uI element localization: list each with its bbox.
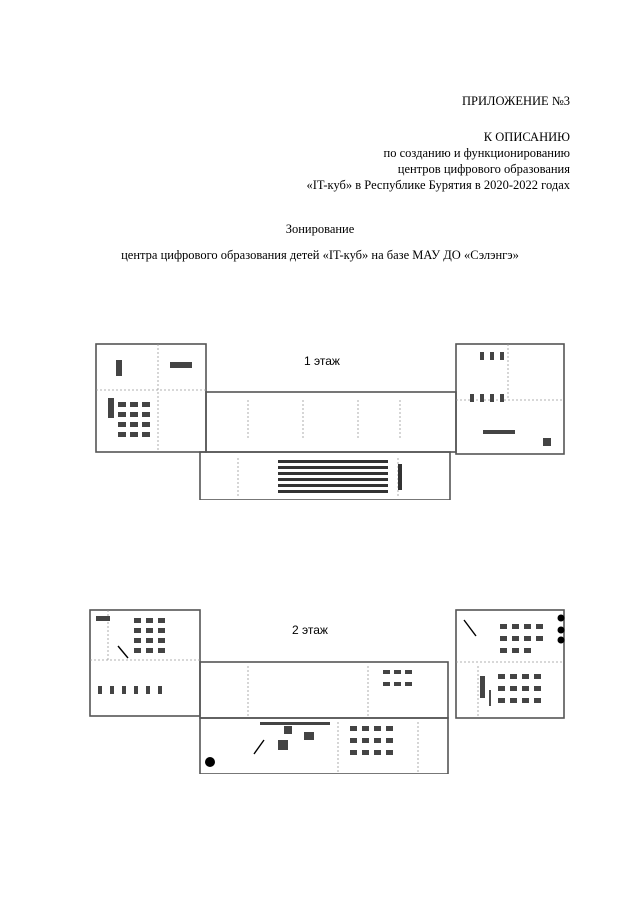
- floor-plan-1-drawing: [95, 343, 565, 501]
- header-line-2: по созданию и функционированию: [383, 146, 570, 160]
- page-subtitle: центра цифрового образования детей «IT-к…: [121, 248, 519, 262]
- right-wing-outline: [455, 343, 565, 455]
- lower-block-2: [199, 717, 449, 775]
- appendix-number: ПРИЛОЖЕНИЕ №3: [461, 94, 570, 108]
- right-wing-outline-2: [455, 609, 565, 719]
- floor-plan-2-drawing: [89, 609, 565, 775]
- floor-1-label: 1 этаж: [304, 354, 340, 368]
- header-line-4: «IT-куб» в Республике Бурятия в 2020-202…: [306, 178, 570, 192]
- floor-plan-2: 2 этаж: [88, 606, 568, 775]
- floor-2-label: 2 этаж: [292, 623, 328, 637]
- header-line-1: К ОПИСАНИЮ: [483, 130, 570, 144]
- central-corridor-block: [205, 391, 457, 453]
- left-wing-outline-2: [89, 609, 201, 717]
- header-line-3: центров цифрового образования: [397, 162, 570, 176]
- floor-plan-1: 1 этаж: [88, 340, 568, 501]
- page-title: Зонирование: [285, 222, 355, 236]
